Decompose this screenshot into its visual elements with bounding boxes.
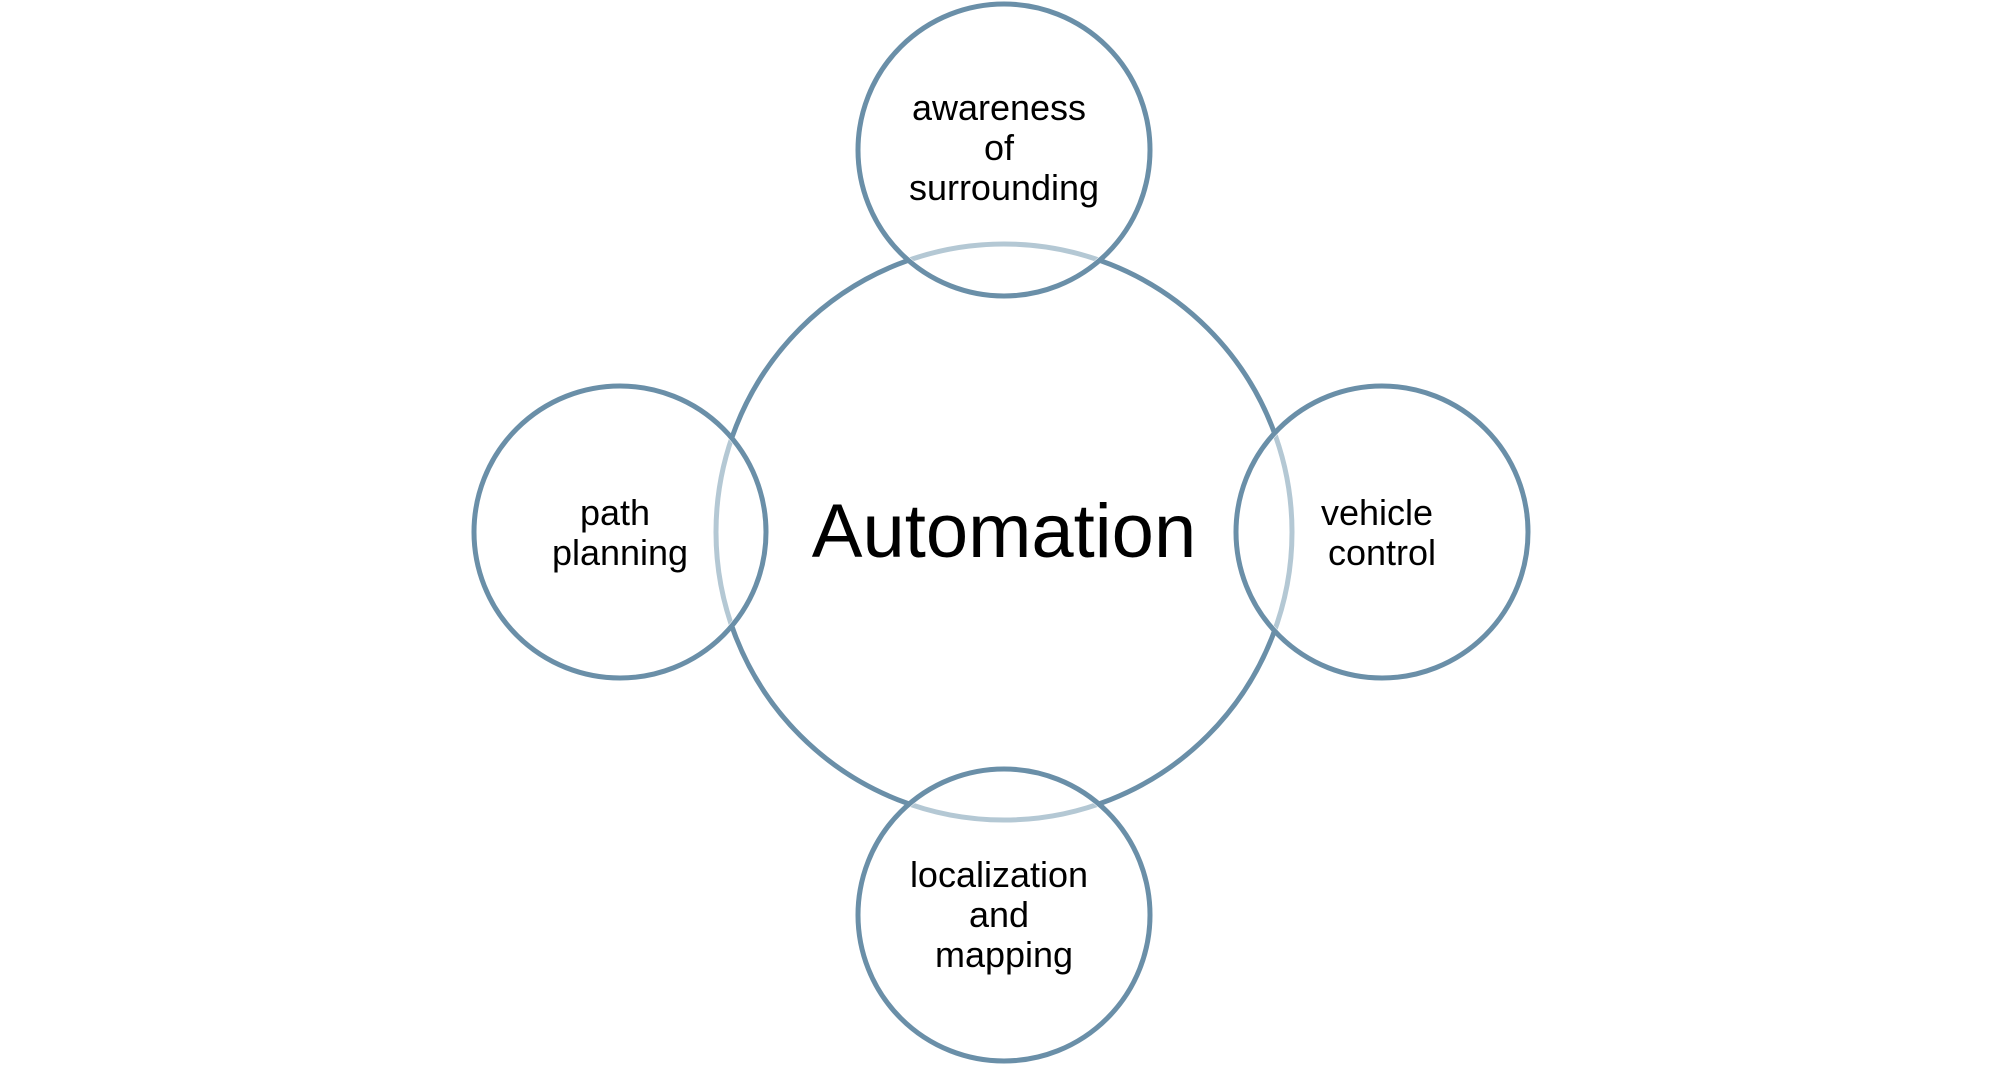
center-circle-overlap-arcs (713, 241, 1295, 823)
satellite-label-bottom-line: and (969, 894, 1029, 935)
satellite-label-bottom-line: mapping (935, 934, 1073, 975)
satellite-circle-right (1233, 383, 1531, 681)
satellite-label-left-line: path (580, 492, 650, 533)
satellite-label-top-line: of (984, 127, 1015, 168)
satellite-label-top: awareness of surrounding (909, 87, 1099, 208)
satellite-label-bottom-line: localization (910, 854, 1088, 895)
center-circle-overlap (713, 241, 1295, 823)
satellite-circle-bottom (855, 766, 1153, 1064)
satellite-label-bottom: localization and mapping (910, 854, 1098, 975)
satellite-circle-top (855, 1, 1153, 299)
satellite-label-left: path planning (552, 492, 688, 573)
satellite-label-right: vehicle control (1321, 492, 1443, 573)
satellite-label-top-line: awareness (912, 87, 1086, 128)
satellite-circle-left (471, 383, 769, 681)
satellite-label-left-line: planning (552, 532, 688, 573)
satellite-label-top-line: surrounding (909, 167, 1099, 208)
satellite-label-right-line: vehicle (1321, 492, 1433, 533)
center-label: Automation (812, 489, 1196, 574)
satellite-label-right-line: control (1328, 532, 1436, 573)
